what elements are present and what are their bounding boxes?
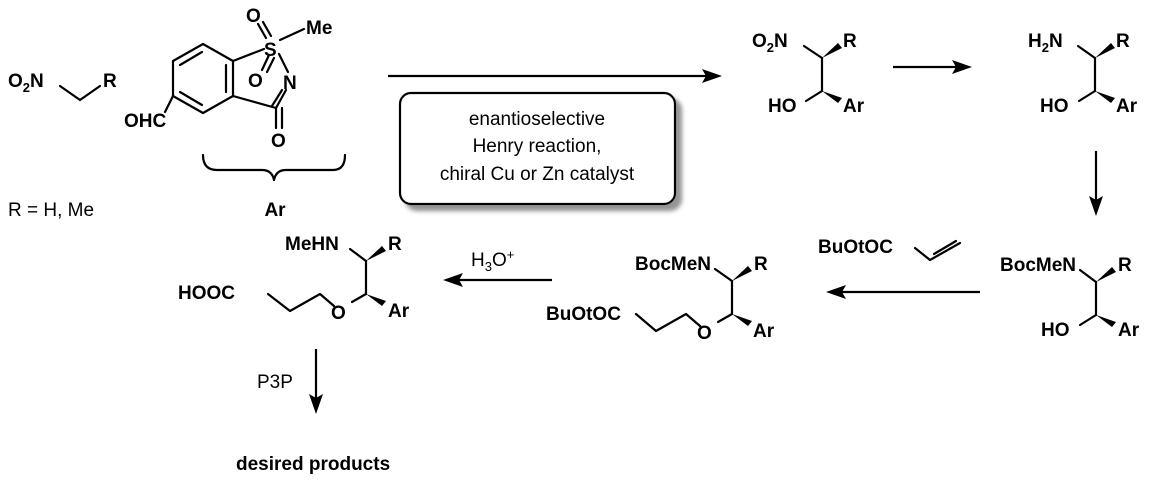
bond-s-me: [278, 27, 306, 42]
ring-double-bond-2: [178, 90, 204, 107]
condition-line-2: Henry reaction,: [473, 136, 602, 157]
acid-n-label: MeHN: [285, 234, 339, 255]
sulfur-label: S: [264, 40, 277, 61]
condition-box: enantioselective Henry reaction, chiral …: [398, 91, 677, 206]
bond-s-o1: [256, 22, 268, 40]
ester-o-label: O: [697, 323, 712, 344]
arrow-boc-protection: [1089, 151, 1103, 216]
amino-alcohol-ar-label: Ar: [1116, 96, 1138, 117]
boc-alcohol-r-label: R: [1118, 255, 1132, 276]
ester-group-label: BuOtOC: [546, 304, 621, 325]
bond-n-c-double: [270, 88, 284, 108]
acid-intermediate: MeHN O R Ar HOOC: [178, 234, 410, 324]
coupling-reagent: P3P: [257, 372, 293, 393]
sulfonyl-o1-label: O: [246, 6, 261, 27]
condition-box-frame: [398, 91, 677, 206]
nitro-alcohol: O2N R HO Ar: [752, 31, 865, 117]
arrow-oxa-michael: [826, 285, 980, 299]
ar-label: Ar: [264, 200, 286, 221]
ar-brace: [201, 153, 347, 182]
bond-s-o2b: [265, 56, 276, 74]
condition-line-3: chiral Cu or Zn catalyst: [440, 164, 635, 185]
ester-r-label: R: [754, 254, 768, 275]
acid-ar-label: Ar: [388, 301, 410, 322]
nitro-alcohol-n-label: O2N: [752, 31, 788, 55]
acid-r-label: R: [388, 234, 402, 255]
saccharin-aldehyde: O O S Me N O OHC Ar: [124, 6, 347, 221]
nitro-alcohol-oh-label: HO: [768, 96, 797, 117]
methyl-label: Me: [306, 18, 332, 39]
aldehyde-label: OHC: [124, 111, 167, 132]
ester-n-label: BocMeN: [635, 254, 711, 275]
r-definition: R = H, Me: [8, 200, 94, 221]
bond-s-o1b: [261, 20, 273, 38]
arrow-cyclization: [309, 349, 323, 414]
amino-alcohol: H2N R HO Ar: [1028, 31, 1138, 117]
nitroalkane-bonds: [58, 84, 102, 102]
nitro-alcohol-ar-label: Ar: [843, 96, 865, 117]
nitro-alcohol-r-label: R: [843, 31, 857, 52]
acrylate-label: BuOtOC: [818, 237, 893, 258]
sulfonyl-o2-label: O: [248, 71, 263, 92]
desired-products-label: desired products: [236, 454, 390, 475]
arrow-reduction: [893, 60, 972, 74]
nitroalkane: O2N R: [8, 71, 117, 102]
bond-c-c: [231, 94, 278, 110]
nitro-group-label: O2N: [8, 71, 44, 95]
boc-alcohol: BocMeN R HO Ar: [1000, 255, 1140, 341]
ester-intermediate: BocMeN O R Ar BuOtOC: [546, 254, 775, 344]
boc-alcohol-oh-label: HO: [1041, 320, 1070, 341]
acrylate-reagent: BuOtOC: [818, 237, 962, 262]
bond-n-c: [274, 88, 288, 110]
carbonyl-o-label: O: [271, 131, 286, 152]
bond-ring-cho: [163, 94, 175, 114]
acid-group-label: HOOC: [178, 283, 235, 304]
nitroalkane-r-label: R: [103, 71, 117, 92]
amino-alcohol-n-label: H2N: [1028, 31, 1063, 55]
condition-line-1: enantioselective: [469, 109, 605, 130]
bond-c-s: [231, 47, 266, 63]
benzene-ring: [171, 42, 235, 115]
arrow-hydrolysis: [443, 273, 552, 287]
ester-ar-label: Ar: [753, 321, 775, 342]
acid-o-label: O: [331, 303, 346, 324]
bond-s-o2: [260, 53, 271, 72]
nitrogen-label: N: [283, 73, 297, 94]
ring-double-bond-3: [178, 50, 204, 67]
boc-alcohol-ar-label: Ar: [1118, 320, 1140, 341]
amino-alcohol-oh-label: HO: [1040, 96, 1069, 117]
arrow-henry: [388, 69, 722, 83]
boc-alcohol-n-label: BocMeN: [1000, 255, 1076, 276]
amino-alcohol-r-label: R: [1116, 31, 1130, 52]
hydrolysis-reagent: H3O+: [471, 247, 514, 274]
bond-s-n: [277, 52, 290, 74]
